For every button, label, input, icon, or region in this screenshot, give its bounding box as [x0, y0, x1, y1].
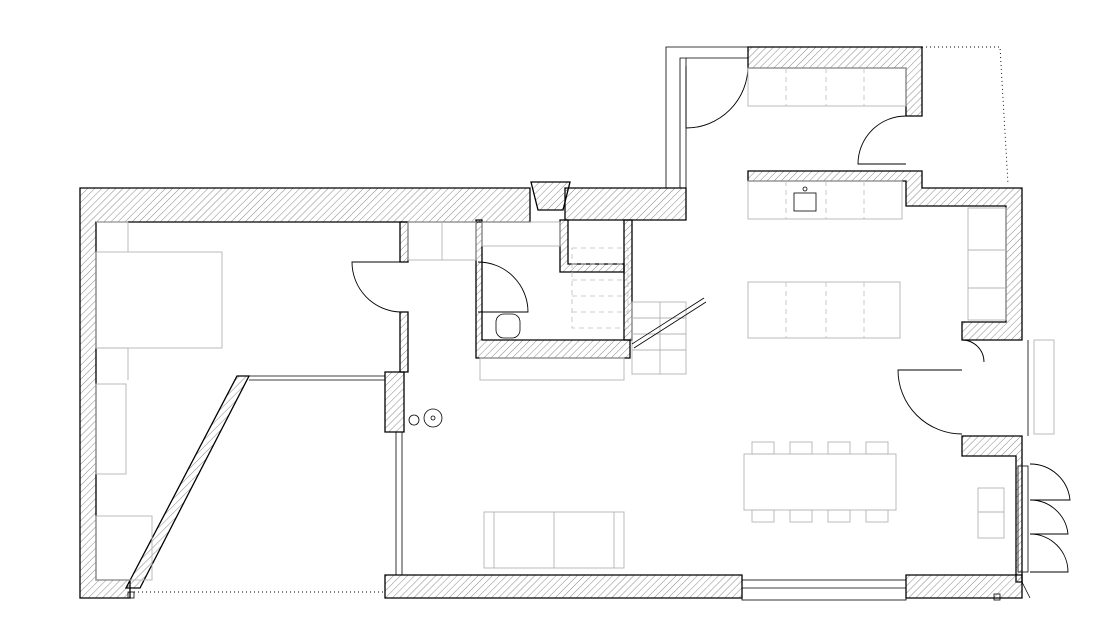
sideboard [95, 383, 127, 475]
wall-right-lower [961, 435, 1023, 583]
kitchen-counter-sink [747, 180, 903, 220]
door-wing [685, 65, 749, 129]
door-right [961, 339, 985, 363]
wall-diagonal [124, 375, 251, 589]
cabinet [977, 487, 1005, 539]
kitchen-counter-top [747, 67, 907, 107]
door-terrace-2 [1029, 499, 1069, 535]
door-kitchen [857, 115, 907, 165]
door-bathroom [477, 261, 529, 313]
door-terrace-3 [1029, 533, 1069, 573]
chimney [530, 181, 571, 211]
exterior-walls [79, 46, 1023, 599]
stairs [571, 247, 707, 375]
terrace-edge [922, 46, 1009, 185]
sink [793, 192, 817, 212]
wall-kitchen-counter [747, 170, 1023, 341]
door-left-room [351, 261, 401, 313]
thin-lines [127, 46, 1031, 601]
bath-sink [481, 221, 561, 247]
wall-top-left [79, 187, 531, 599]
wall-top-middle [564, 187, 687, 221]
wall-bottom-left [384, 574, 743, 599]
kitchen-island [747, 281, 901, 339]
wing-thin-wall [665, 46, 749, 189]
wall-interior-left-upper [399, 221, 409, 263]
door-right-large [897, 369, 963, 435]
wall-bottom-right [905, 574, 1023, 599]
outdoor-bench [1033, 339, 1055, 435]
wall-interior-left-mid [399, 311, 409, 373]
wall-interior-left [384, 371, 405, 433]
stove-icon [423, 408, 443, 428]
furniture [95, 67, 1055, 581]
toilet [495, 313, 521, 339]
doors [351, 65, 1071, 573]
bed [95, 251, 223, 349]
wall-bathroom [475, 219, 631, 359]
dining-table [743, 453, 897, 511]
wall-bench [967, 207, 1007, 321]
door-terrace-1 [1029, 463, 1071, 501]
